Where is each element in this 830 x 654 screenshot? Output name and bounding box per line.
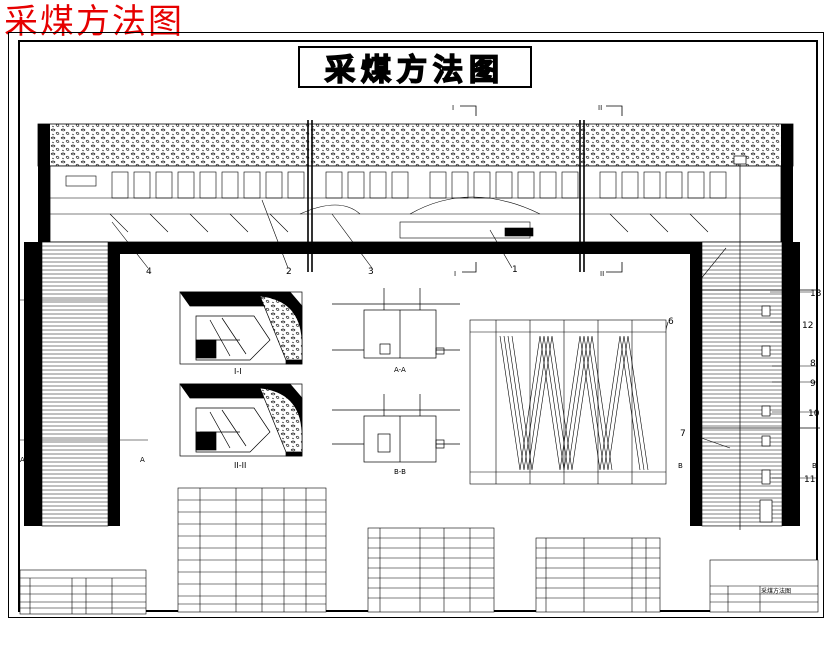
section-view-3 xyxy=(332,288,460,359)
table-equipment xyxy=(177,487,327,613)
table-technical xyxy=(367,527,495,613)
section-mark-a-left: A xyxy=(20,456,25,464)
callout-10: 10 xyxy=(808,409,820,419)
section-markers xyxy=(460,105,623,273)
left-gateroad-inner xyxy=(108,242,120,526)
right-roadway-dark xyxy=(782,242,800,526)
callout-8: 8 xyxy=(810,359,816,369)
header-title: 采煤方法图 xyxy=(4,2,184,42)
left-roadway-dark xyxy=(24,242,42,526)
left-hatched-pillar xyxy=(41,241,109,527)
roof-dark-edge-left xyxy=(38,124,50,244)
callout-3: 3 xyxy=(368,267,374,277)
gateroad-bottom-dark xyxy=(108,242,728,254)
callout-12: 12 xyxy=(802,321,813,331)
title-block xyxy=(709,559,819,613)
callout-4: 4 xyxy=(146,267,152,277)
drawing-frame-outer xyxy=(8,32,824,618)
section-mark-ii-bot: II xyxy=(600,270,604,278)
callout-1: 1 xyxy=(512,265,518,275)
cycle-operation-chart xyxy=(469,319,667,485)
section-mark-i-bot: I xyxy=(454,270,456,278)
coal-face xyxy=(49,165,782,243)
table-machines xyxy=(535,537,661,613)
callout-13: 13 xyxy=(810,289,821,299)
view-label-1: I-I xyxy=(234,367,242,376)
section-mark-b-right: B xyxy=(812,462,817,470)
view-label-3: A-A xyxy=(394,366,406,374)
table-left xyxy=(19,569,147,615)
title-block-name: 采煤方法图 xyxy=(761,587,791,595)
main-title: 采煤方法图 xyxy=(324,52,505,89)
section-mark-b-left: B xyxy=(678,462,683,470)
callout-11: 11 xyxy=(804,475,815,485)
view-label-4: B-B xyxy=(394,468,406,476)
right-roadway-equipment xyxy=(694,155,820,530)
callout-5: 5 xyxy=(690,283,696,293)
section-mark-ii-top: II xyxy=(598,104,602,112)
section-mark-a-right: A xyxy=(140,456,145,464)
roof-rock-layer xyxy=(37,123,794,167)
right-gateroad-inner xyxy=(690,242,702,526)
callout-2: 2 xyxy=(286,267,292,277)
view-label-2: II-II xyxy=(234,461,246,470)
title-box: 采煤方法图 xyxy=(298,46,532,89)
roof-dark-edge-right xyxy=(781,124,793,244)
callout-7: 7 xyxy=(680,429,686,439)
panel-gob-left-block xyxy=(65,175,97,187)
section-view-4 xyxy=(332,394,460,463)
callout-9: 9 xyxy=(810,379,816,389)
section-view-1 xyxy=(179,291,303,365)
callout-6: 6 xyxy=(668,317,674,327)
section-cut-lines xyxy=(307,120,585,272)
shield-supports xyxy=(50,171,781,239)
section-mark-i-top: I xyxy=(452,104,454,112)
section-view-2 xyxy=(179,383,303,457)
